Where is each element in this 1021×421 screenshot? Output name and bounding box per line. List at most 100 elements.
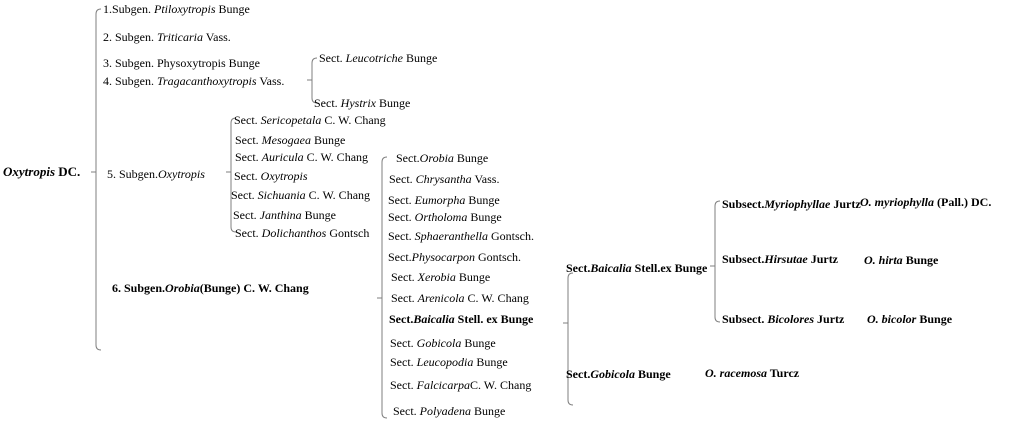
section-mesogaea-label: Sect. Mesogaea Bunge [235, 133, 345, 147]
section-falcicarpa-label: Sect. FalcicarpaC. W. Chang [390, 378, 531, 392]
text-part: Sect. [393, 404, 420, 418]
text-part: Vass. [256, 74, 285, 88]
section-oxytropis-label: Sect. Oxytropis [234, 169, 308, 183]
text-part: Subsect. [722, 252, 765, 266]
text-part: Sect. [235, 133, 262, 147]
text-part: Subsect. [722, 197, 765, 211]
text-part: Vass. [471, 172, 500, 186]
text-part: Sect. [314, 96, 341, 110]
text-part: Sect. [388, 193, 415, 207]
text-part: C. W. Chang [470, 378, 532, 392]
text-part: Bunge [376, 96, 411, 110]
section-auricula-label: Sect. Auricula C. W. Chang [235, 150, 368, 164]
text-part: 5. Subgen. [107, 167, 158, 181]
section-baicalia-label: Sect.Baicalia Stell. ex Bunge [389, 312, 533, 326]
text-part: Bunge [902, 253, 939, 267]
italic-name-part: Falcicarpa [416, 378, 470, 392]
text-part: Sect. [566, 367, 591, 381]
bracket-baicalia-gobicola [563, 272, 574, 406]
italic-name-part: O. hirta [864, 253, 903, 267]
text-part: Sect. [391, 270, 418, 284]
genus-oxytropis-label: Oxytropis DC. [3, 165, 80, 179]
italic-name-part: O. myriophylla [860, 195, 934, 209]
section-ortholoma-label: Sect. Ortholoma Bunge [388, 210, 502, 224]
text-part: Bunge [473, 355, 508, 369]
text-part: Bunge [453, 151, 489, 165]
text-part: (Bunge) C. W. Chang [199, 281, 309, 295]
section-sphaeranthella-label: Sect. Sphaeranthella Gontsch. [388, 229, 534, 243]
italic-name-part: Oxytropis [3, 164, 55, 179]
italic-name-part: Hystrix [340, 96, 376, 110]
text-part: Bunge [465, 193, 500, 207]
text-part: Jurtz [830, 197, 861, 211]
section-gobicola-label: Sect. Gobicola Bunge [390, 336, 496, 350]
section-sericopetala-label: Sect. Sericopetala C. W. Chang [234, 113, 386, 127]
species-bicolor-label: O. bicolor Bunge [867, 312, 952, 326]
text-part: Bunge [635, 367, 671, 381]
bracket-orobia-sections [377, 156, 388, 419]
bracket-oxytropis-sections [226, 117, 237, 233]
subgenus-physoxytropis-label: 3. Subgen. Physoxytropis Bunge [103, 56, 260, 70]
text-part: (Pall.) DC. [934, 195, 992, 209]
italic-name-part: O. racemosa [705, 366, 767, 380]
text-part: Gontsch. [475, 250, 521, 264]
section-chrysantha-label: Sect. Chrysantha Vass. [389, 172, 499, 186]
subsection-myriophyllae-label: Subsect.Myriophyllae Jurtz [722, 197, 861, 211]
italic-name-part: Orobia [419, 151, 454, 165]
italic-name-part: Ptiloxytropis [154, 2, 216, 16]
text-part: Subsect. [722, 312, 768, 326]
text-part: Sect. [390, 378, 417, 392]
italic-name-part: Physocarpon [411, 250, 475, 264]
italic-name-part: Mesogaea [261, 133, 311, 147]
italic-name-part: Arenicola [417, 291, 465, 305]
text-part: C. W. Chang [464, 291, 529, 305]
subgenus-oxytropis-label: 5. Subgen.Oxytropis [107, 167, 205, 181]
text-part: Sect. [388, 210, 415, 224]
italic-name-part: Tragacanthoxytropis [157, 74, 257, 88]
section-leucopodia-label: Sect. Leucopodia Bunge [390, 355, 508, 369]
italic-name-part: Bicolores [767, 312, 815, 326]
italic-name-part: Myriophyllae [764, 197, 831, 211]
text-part: Sect. [389, 312, 414, 326]
text-part: 2. Subgen. [103, 30, 157, 44]
italic-name-part: O. bicolor [867, 312, 917, 326]
text-part: Sect. [390, 355, 417, 369]
section-hystrix-label: Sect. Hystrix Bunge [314, 96, 410, 110]
italic-name-part: Chrysantha [415, 172, 472, 186]
italic-name-part: Gobicola [416, 336, 462, 350]
section-gobicola-detail-label: Sect.Gobicola Bunge [566, 367, 671, 381]
text-part: Sect. [396, 151, 420, 165]
section-janthina-label: Sect. Janthina Bunge [233, 208, 336, 222]
subgenus-triticaria-label: 2. Subgen. Triticaria Vass. [103, 30, 231, 44]
text-part: 6. [112, 281, 124, 295]
text-part: 3. Subgen. Physoxytropis Bunge [103, 56, 261, 70]
text-part: Sect. [319, 51, 346, 65]
italic-name-part: Ortholoma [414, 210, 468, 224]
species-hirta-label: O. hirta Bunge [864, 253, 938, 267]
italic-name-part: Sichuania [257, 188, 306, 202]
text-part: Bunge [471, 404, 506, 418]
text-part: Stell.ex Bunge [631, 261, 708, 275]
text-part: Sect. [233, 208, 260, 222]
subgenus-tragacanthoxytropis-label: 4. Subgen. Tragacanthoxytropis Vass. [103, 74, 284, 88]
text-part: Bunge [916, 312, 953, 326]
section-polyadena-label: Sect. Polyadena Bunge [393, 404, 505, 418]
text-part: Sect. [231, 188, 258, 202]
text-part: Sect. [234, 113, 261, 127]
text-part: Sect. [234, 169, 261, 183]
italic-name-part: Sphaeranthella [414, 229, 488, 243]
text-part: Sect. [390, 336, 417, 350]
italic-name-part: Eumorpha [414, 193, 466, 207]
section-physocarpon-label: Sect.Physocarpon Gontsch. [388, 250, 521, 264]
text-part: Turcz [767, 366, 800, 380]
section-sichuania-label: Sect. Sichuania C. W. Chang [231, 188, 370, 202]
italic-name-part: Triticaria [157, 30, 204, 44]
text-part: Bunge [403, 51, 438, 65]
italic-name-part: Gobicola [590, 367, 635, 381]
bracket-baicalia-subsections [710, 200, 721, 323]
section-leucotriche-label: Sect. Leucotriche Bunge [319, 51, 437, 65]
italic-name-part: Dolichanthos [261, 226, 327, 240]
text-part: 4. Subgen. [103, 74, 157, 88]
